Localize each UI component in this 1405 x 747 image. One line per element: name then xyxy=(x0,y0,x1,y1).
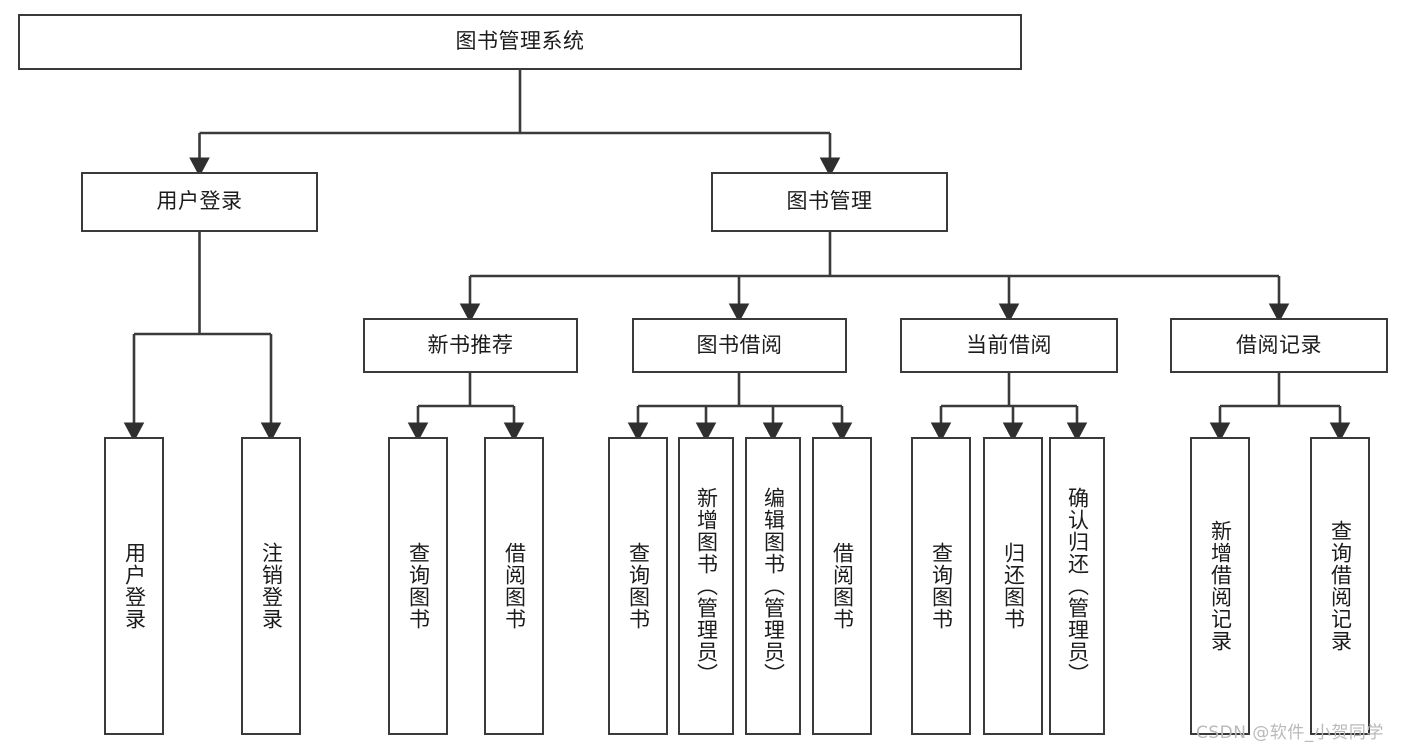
node-leaf-edit-book[interactable]: 编辑图书（管理员） xyxy=(745,437,801,735)
node-book-manage[interactable]: 图书管理 xyxy=(711,172,948,232)
node-leaf-query-book-3-label: 查询图书 xyxy=(929,542,954,630)
node-new-book-recommend-label: 新书推荐 xyxy=(427,332,514,357)
node-leaf-query-book-1[interactable]: 查询图书 xyxy=(388,437,448,735)
node-root[interactable]: 图书管理系统 xyxy=(18,14,1022,70)
node-leaf-add-record[interactable]: 新增借阅记录 xyxy=(1190,437,1250,735)
node-leaf-logout[interactable]: 注销登录 xyxy=(241,437,301,735)
node-leaf-return-book-label: 归还图书 xyxy=(1001,542,1026,630)
node-leaf-add-record-label: 新增借阅记录 xyxy=(1208,520,1233,652)
node-leaf-edit-book-label: 编辑图书（管理员） xyxy=(761,487,786,685)
node-book-manage-label: 图书管理 xyxy=(786,189,873,214)
node-leaf-query-book-2-label: 查询图书 xyxy=(626,542,651,630)
node-leaf-query-book-3[interactable]: 查询图书 xyxy=(911,437,971,735)
node-leaf-query-book-1-label: 查询图书 xyxy=(406,542,431,630)
node-borrow-record-label: 借阅记录 xyxy=(1236,332,1322,357)
node-leaf-add-book-label: 新增图书（管理员） xyxy=(694,487,719,685)
node-root-label: 图书管理系统 xyxy=(455,29,585,54)
node-leaf-borrow-book-1-label: 借阅图书 xyxy=(502,542,527,630)
node-leaf-logout-label: 注销登录 xyxy=(259,542,284,630)
node-leaf-user-login[interactable]: 用户登录 xyxy=(104,437,164,735)
node-leaf-add-book[interactable]: 新增图书（管理员） xyxy=(678,437,734,735)
node-book-borrow-label: 图书借阅 xyxy=(696,332,783,357)
csdn-watermark: CSDN @软件_小贺同学 xyxy=(1196,723,1384,743)
node-leaf-borrow-book-1[interactable]: 借阅图书 xyxy=(484,437,544,735)
node-book-borrow[interactable]: 图书借阅 xyxy=(632,318,847,373)
node-new-book-recommend[interactable]: 新书推荐 xyxy=(363,318,578,373)
node-borrow-record[interactable]: 借阅记录 xyxy=(1170,318,1388,373)
node-leaf-query-book-2[interactable]: 查询图书 xyxy=(608,437,668,735)
node-leaf-borrow-book-2[interactable]: 借阅图书 xyxy=(812,437,872,735)
node-current-borrow[interactable]: 当前借阅 xyxy=(900,318,1118,373)
node-leaf-return-book[interactable]: 归还图书 xyxy=(983,437,1043,735)
node-leaf-confirm-return[interactable]: 确认归还（管理员） xyxy=(1049,437,1105,735)
node-user-login-label: 用户登录 xyxy=(156,189,243,214)
node-user-login[interactable]: 用户登录 xyxy=(81,172,318,232)
node-leaf-query-record-label: 查询借阅记录 xyxy=(1328,520,1353,652)
node-leaf-confirm-return-label: 确认归还（管理员） xyxy=(1065,487,1090,685)
node-leaf-user-login-label: 用户登录 xyxy=(122,542,147,630)
node-leaf-query-record[interactable]: 查询借阅记录 xyxy=(1310,437,1370,735)
node-leaf-borrow-book-2-label: 借阅图书 xyxy=(830,542,855,630)
node-current-borrow-label: 当前借阅 xyxy=(966,332,1052,357)
